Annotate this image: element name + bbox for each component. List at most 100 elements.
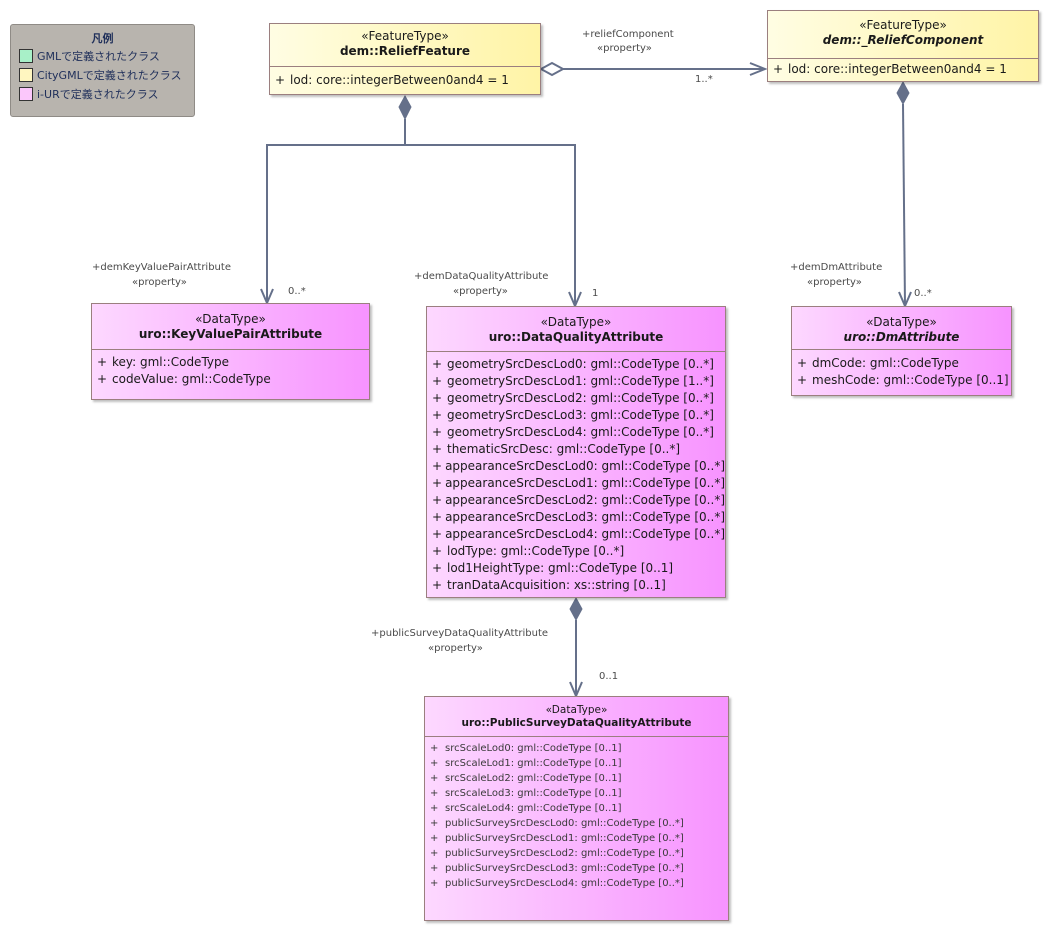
attribute-text: appearanceSrcDescLod2: gml::CodeType [0.… [445, 493, 725, 507]
class-name: uro::KeyValuePairAttribute [138, 327, 323, 341]
attribute-text: geometrySrcDescLod3: gml::CodeType [0..*… [447, 408, 714, 422]
visibility: + [432, 459, 443, 473]
attribute-text: thematicSrcDesc: gml::CodeType [0..*] [447, 442, 681, 456]
attribute-row: +geometrySrcDescLod3: gml::CodeType [0..… [427, 407, 725, 424]
edge-label-ps-mult: 0..1 [599, 671, 619, 682]
legend: 凡例 GMLで定義されたクラス CityGMLで定義されたクラス i-URで定義… [10, 24, 195, 117]
edge-label-dq-mult: 1 [592, 288, 599, 299]
visibility: + [430, 863, 439, 874]
legend-item-label: i-URで定義されたクラス [37, 87, 159, 101]
class-header: «DataType» uro::PublicSurveyDataQualityA… [425, 697, 728, 737]
attribute-list: +srcScaleLod0: gml::CodeType [0..1] +src… [425, 737, 728, 891]
visibility: + [430, 848, 439, 859]
visibility: + [430, 758, 439, 769]
class-name: dem::_ReliefComponent [822, 33, 984, 47]
legend-item-citygml: CityGMLで定義されたクラス [19, 65, 194, 84]
attribute-text: tranDataAcquisition: xs::string [0..1] [447, 578, 666, 592]
class-stereotype: «FeatureType» [361, 29, 449, 43]
attribute-row: + lodType: gml::CodeType [0..*] [427, 543, 725, 560]
attribute-text: lodType: gml::CodeType [0..*] [447, 544, 625, 558]
visibility: + [432, 493, 443, 507]
class-name: uro::DataQualityAttribute [488, 330, 664, 344]
edge-kvp [266, 119, 406, 303]
legend-title: 凡例 [91, 32, 114, 45]
edge-label-ps-role: +publicSurveyDataQualityAttribute [371, 628, 549, 639]
attribute-text: srcScaleLod3: gml::CodeType [0..1] [445, 788, 622, 799]
attribute-row: + publicSurveySrcDescLod2: gml::CodeType … [425, 846, 728, 861]
class-name: dem::ReliefFeature [339, 44, 471, 58]
visibility: + [430, 773, 439, 784]
class-relief-feature[interactable]: «FeatureType» dem::ReliefFeature + lod: c… [269, 23, 541, 95]
class-name: uro::DmAttribute [843, 330, 960, 344]
visibility: + [430, 788, 439, 799]
legend-swatch [19, 48, 33, 63]
aggregation-diamond [538, 61, 566, 77]
attribute-row: +codeValue: gml::CodeType [92, 371, 369, 388]
visibility: + [275, 73, 286, 87]
attribute-text: appearanceSrcDescLod3: gml::CodeType [0.… [445, 510, 725, 524]
edge-label-relief-component-role: +reliefComponent [582, 29, 674, 40]
attribute-list: + lod: core::integerBetween0and4 = 1 [270, 67, 540, 89]
attribute-row: +geometrySrcDescLod4: gml::CodeType [0..… [427, 424, 725, 441]
class-stereotype: «DataType» [545, 704, 608, 716]
legend-item-gml: GMLで定義されたクラス [19, 46, 194, 65]
attribute-text: appearanceSrcDescLod0: gml::CodeType [0.… [445, 459, 725, 473]
legend-swatch [19, 86, 33, 101]
class-public-survey-data-quality-attribute[interactable]: «DataType» uro::PublicSurveyDataQualityA… [424, 696, 729, 921]
edge-label-dq-stereo: «property» [453, 286, 508, 297]
edge-label-kvp-stereo: «property» [132, 277, 187, 288]
attribute-row: +geometrySrcDescLod0: gml::CodeType [0..… [427, 356, 725, 373]
edge-dm [902, 103, 906, 307]
attribute-text: appearanceSrcDescLod1: gml::CodeType [0.… [445, 476, 725, 490]
visibility: + [430, 833, 439, 844]
edge-label-relief-component-mult: 1..* [695, 74, 713, 85]
attribute-row: +geometrySrcDescLod2: gml::CodeType [0..… [427, 390, 725, 407]
attribute-row: +appearanceSrcDescLod2: gml::CodeType [0… [427, 492, 725, 509]
attribute-list: +lod: core::integerBetween0and4 = 1 [768, 59, 1038, 78]
attribute-row: +geometrySrcDescLod1: gml::CodeType [1..… [427, 373, 725, 390]
visibility: + [430, 803, 439, 814]
visibility: + [797, 373, 808, 387]
attribute-text: publicSurveySrcDescLod2: gml::CodeType [… [445, 848, 684, 859]
visibility: + [432, 442, 443, 456]
visibility: + [97, 372, 108, 386]
attribute-text: appearanceSrcDescLod4: gml::CodeType [0.… [445, 527, 725, 541]
attribute-row: +lod: core::integerBetween0and4 = 1 [768, 61, 1038, 78]
attribute-row: + srcScaleLod4: gml::CodeType [0..1] [425, 801, 728, 816]
attribute-row: +appearanceSrcDescLod3: gml::CodeType [0… [427, 509, 725, 526]
attribute-row: + thematicSrcDesc: gml::CodeType [0..*] [427, 441, 725, 458]
edge-label-kvp-mult: 0..* [288, 286, 306, 297]
attribute-text: lod: core::integerBetween0and4 = 1 [290, 73, 509, 87]
visibility: + [432, 357, 443, 371]
composition-diamond [398, 94, 412, 121]
class-relief-component[interactable]: «FeatureType» dem::_ReliefComponent +lod… [767, 10, 1039, 82]
attribute-text: dmCode: gml::CodeType [812, 356, 959, 370]
attribute-row: +appearanceSrcDescLod0: gml::CodeType [0… [427, 458, 725, 475]
class-dm-attribute[interactable]: «DataType» uro::DmAttribute + dmCode: gml… [791, 306, 1012, 396]
attribute-row: + srcScaleLod3: gml::CodeType [0..1] [425, 786, 728, 801]
class-data-quality-attribute[interactable]: «DataType» uro::DataQualityAttribute +ge… [426, 306, 726, 598]
class-key-value-pair-attribute[interactable]: «DataType» uro::KeyValuePairAttribute +k… [91, 303, 370, 400]
visibility: + [797, 356, 808, 370]
attribute-text: publicSurveySrcDescLod0: gml::CodeType [… [445, 818, 684, 829]
attribute-row: + dmCode: gml::CodeType [792, 355, 1011, 372]
composition-diamond [569, 596, 583, 622]
visibility: + [432, 544, 443, 558]
attribute-text: lod1HeightType: gml::CodeType [0..1] [447, 561, 674, 575]
legend-item-label: GMLで定義されたクラス [37, 49, 160, 63]
class-header: «FeatureType» dem::_ReliefComponent [768, 11, 1038, 59]
attribute-text: publicSurveySrcDescLod1: gml::CodeType [… [445, 833, 684, 844]
class-stereotype: «DataType» [866, 315, 937, 329]
class-header: «DataType» uro::DataQualityAttribute [427, 307, 725, 352]
attribute-text: srcScaleLod4: gml::CodeType [0..1] [445, 803, 622, 814]
attribute-row: +srcScaleLod1: gml::CodeType [0..1] [425, 756, 728, 771]
attribute-list: +key: gml::CodeType +codeValue: gml::Cod… [92, 350, 369, 388]
attribute-text: geometrySrcDescLod4: gml::CodeType [0..*… [447, 425, 714, 439]
legend-swatch [19, 67, 33, 82]
attribute-row: +meshCode: gml::CodeType [0..1] [792, 372, 1011, 389]
edge-label-dq-role: +demDataQualityAttribute [414, 271, 549, 282]
attribute-row: +lod1HeightType: gml::CodeType [0..1] [427, 560, 725, 577]
composition-diamond [896, 80, 910, 106]
attribute-text: geometrySrcDescLod1: gml::CodeType [1..*… [447, 374, 714, 388]
